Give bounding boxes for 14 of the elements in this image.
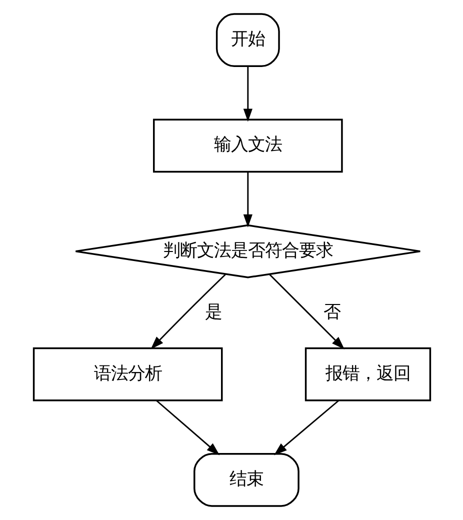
- arrow: [150, 274, 226, 350]
- arrow: [242, 66, 252, 122]
- node-box: 语法分析: [32, 347, 222, 402]
- edge-label: 否: [322, 302, 340, 322]
- node-box: 输入文法: [152, 118, 342, 173]
- node-box: 结束: [193, 453, 299, 507]
- arrow: [268, 274, 344, 350]
- node-box: 开始: [215, 13, 280, 67]
- edge-label: 是: [204, 302, 222, 322]
- node-diamond: 判断文法是否符合要求: [74, 224, 421, 278]
- node-box: 报错，返回: [304, 347, 431, 402]
- arrow: [242, 172, 252, 228]
- arrow: [156, 400, 220, 456]
- arrow: [273, 400, 339, 456]
